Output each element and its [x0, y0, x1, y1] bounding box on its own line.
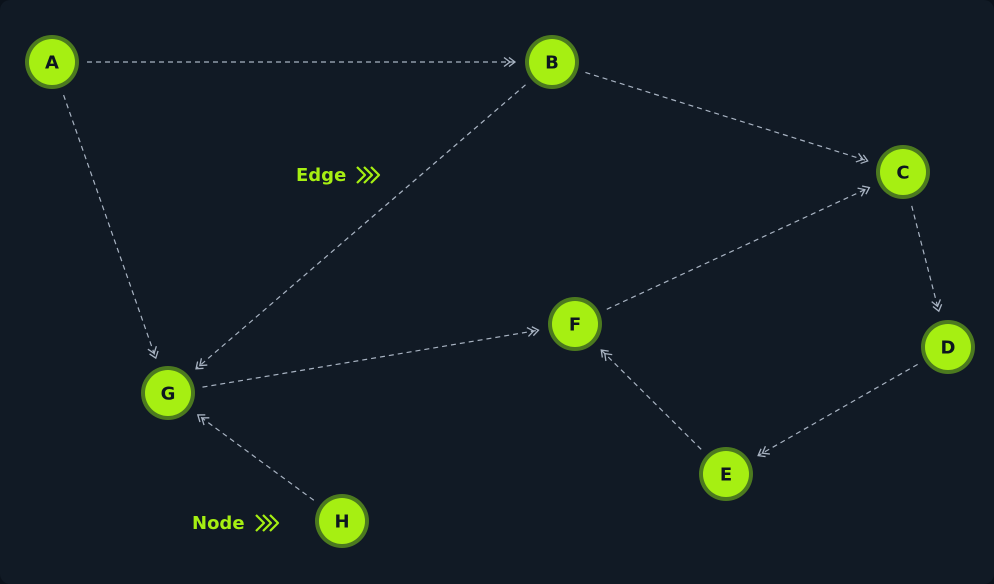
node-e[interactable]: E — [699, 447, 753, 501]
node-label: G — [161, 384, 176, 405]
node-c[interactable]: C — [876, 145, 930, 199]
edge-legend: Edge — [296, 164, 382, 186]
edge-legend-label: Edge — [296, 164, 347, 186]
edges-layer — [63, 56, 943, 501]
node-label: D — [941, 338, 956, 359]
double-chevron-arrowhead-icon — [857, 185, 871, 197]
double-chevron-arrowhead-icon — [757, 446, 770, 458]
double-chevron-arrowhead-icon — [855, 152, 869, 165]
node-label: H — [334, 512, 349, 533]
double-chevron-arrowhead-icon — [503, 56, 517, 68]
node-legend-label: Node — [192, 512, 245, 534]
edge-B-C — [585, 71, 869, 165]
node-d[interactable]: D — [921, 320, 975, 374]
node-legend: Node — [192, 512, 281, 534]
nodes-layer: A B C D E F G H — [25, 35, 975, 548]
node-h[interactable]: H — [315, 494, 369, 548]
triple-chevron-right-icon — [356, 166, 381, 184]
edge-G-F — [202, 326, 540, 388]
triple-chevron-right-icon — [254, 514, 279, 532]
double-chevron-arrowhead-icon — [931, 299, 943, 313]
edge-E-F — [600, 349, 702, 450]
double-chevron-arrowhead-icon — [195, 358, 208, 370]
double-chevron-arrowhead-icon — [196, 414, 210, 426]
node-label: E — [720, 465, 732, 486]
node-label: A — [45, 53, 59, 74]
node-g[interactable]: G — [141, 366, 195, 420]
node-label: C — [896, 163, 909, 184]
node-label: F — [569, 315, 581, 336]
node-label: B — [545, 53, 559, 74]
node-f[interactable]: F — [548, 297, 602, 351]
double-chevron-arrowhead-icon — [526, 326, 540, 337]
edge-B-G — [195, 84, 526, 370]
node-b[interactable]: B — [525, 35, 579, 89]
edge-F-C — [606, 185, 871, 310]
edge-D-E — [757, 363, 918, 458]
edge-C-D — [911, 205, 943, 313]
double-chevron-arrowhead-icon — [147, 346, 159, 360]
edge-A-B — [87, 56, 517, 68]
edge-H-G — [196, 414, 315, 501]
double-chevron-arrowhead-icon — [600, 349, 613, 362]
edge-A-G — [63, 94, 159, 360]
node-a[interactable]: A — [25, 35, 79, 89]
